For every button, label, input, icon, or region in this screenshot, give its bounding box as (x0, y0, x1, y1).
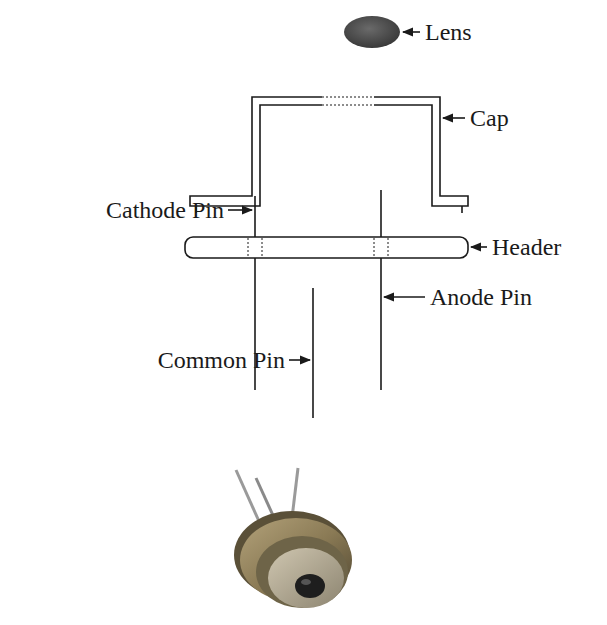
part-label: Header (492, 233, 561, 261)
common-pin (312, 288, 314, 418)
leader-arrows (228, 32, 487, 360)
part-label: Cathode Pin (106, 196, 224, 224)
lens (344, 16, 400, 48)
part-label: Cap (470, 104, 509, 132)
laser-diode-photo (234, 468, 352, 608)
header (185, 237, 468, 258)
part-label: Common Pin (158, 346, 285, 374)
part-label: Anode Pin (430, 283, 532, 311)
cap (190, 95, 468, 213)
part-label: Lens (425, 18, 472, 46)
anode-pin (380, 190, 382, 390)
